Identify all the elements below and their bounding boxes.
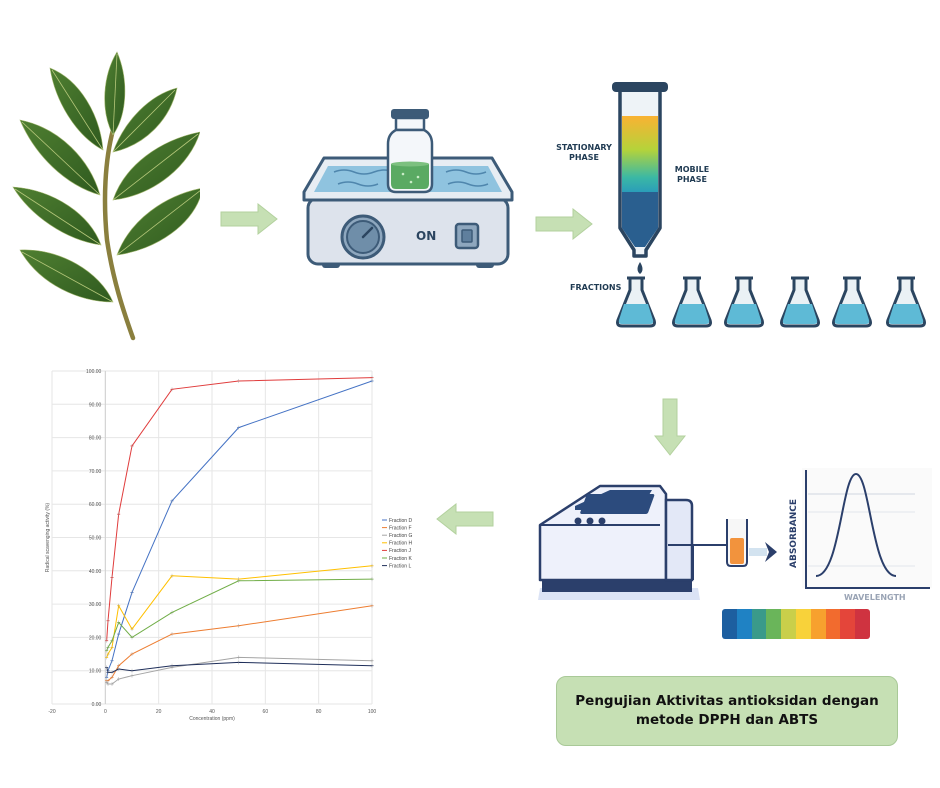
arrow-down-icon [653,398,687,456]
y-tick-label: 60.00 [89,502,102,508]
legend-entry: Fraction J [389,548,411,554]
absorbance-axis-label: ABSORBANCE [789,499,799,568]
flask-icon [672,276,712,328]
arrow-right-icon [220,202,278,236]
visible-spectrum-bar [722,609,870,639]
legend-entry: Fraction G [389,533,412,539]
legend-entry: Fraction K [389,556,412,562]
fractions-label: FRACTIONS [570,283,622,292]
y-tick-label: 70.00 [89,469,102,475]
leaf-branch-illustration [5,40,204,345]
y-tick-label: 90.00 [89,402,102,408]
arrow-left [436,502,494,539]
stationary-phase-label: STATIONARY PHASE [556,143,612,162]
arrow-left-icon [436,502,494,536]
power-on-label: ON [416,229,437,243]
cuvette-icon [726,519,777,567]
method-caption-box: Pengujian Aktivitas antioksidan dengan m… [556,676,898,746]
legend-entry: Fraction D [389,518,412,524]
ultrasonic-bath-icon [302,109,514,268]
arrow-right-2 [535,207,593,244]
radical-scavenging-chart: 0.00 10.00 20.00 30.00 40.00 50.00 60.00 70.00 8… [40,360,440,730]
y-axis-title: Radical scavenging activity (%) [45,503,51,573]
wavelength-axis-label: WAVELENGTH [844,593,906,602]
y-tick-label: 0.00 [92,702,102,708]
y-tick-label: 20.00 [89,635,102,641]
absorbance-curve-icon: ABSORBANCE WAVELENGTH [789,468,932,602]
arrow-right-1 [220,202,278,239]
y-tick-label: 100.00 [86,369,102,375]
x-tick-label: 80 [316,709,322,715]
y-tick-label: 30.00 [89,602,102,608]
flask-icon [616,276,656,328]
fraction-flasks [616,276,940,330]
spectrum-segment [736,609,752,639]
y-tick-label: 40.00 [89,569,102,575]
x-tick-label: 0 [104,709,107,715]
spectrum-segment [840,609,856,639]
spectrum-segment [722,609,737,639]
uv-vis-spectrophotometer-icon [538,484,730,600]
x-tick-label: 40 [209,709,215,715]
x-tick-label: 100 [368,709,377,715]
cuvette [725,518,785,572]
series-fraction-g [105,655,374,687]
chromatography-column [610,80,670,280]
mobile-phase-label: MOBILE PHASE [674,165,710,184]
arrow-down [653,398,687,460]
x-tick-label: -20 [48,709,55,715]
series-fraction-d [105,378,374,680]
spectrum-segment [781,609,796,639]
method-caption-text: Pengujian Aktivitas antioksidan dengan m… [575,693,879,728]
ultrasonic-bath: ON [298,100,518,272]
x-tick-label: 20 [156,709,162,715]
y-tick-label: 50.00 [89,536,102,542]
leaf-branch-icon [12,51,204,341]
series-fraction-j [105,375,374,643]
y-tick-label: 10.00 [89,669,102,675]
uv-vis-spectrophotometer [530,480,790,600]
flask-icon [780,276,820,328]
arrow-right-icon [535,207,593,241]
spectrum-segment [795,609,811,639]
spectrum-segment [810,609,826,639]
spectrum-segment [766,609,782,639]
x-axis-title: Concentration (ppm) [189,716,235,722]
flask-icon [724,276,764,328]
y-tick-label: 80.00 [89,436,102,442]
series-fraction-h [105,563,374,660]
chromatography-column-icon [612,82,668,274]
spectrum-segment [855,609,870,639]
flask-icon [886,276,926,328]
legend-entry: Fraction F [389,525,412,531]
legend-entry: Fraction H [389,541,412,547]
flask-icon [832,276,872,328]
legend-entry: Fraction L [389,563,411,569]
x-tick-label: 60 [263,709,269,715]
series-fraction-l [105,660,374,675]
spectrum-segment [751,609,767,639]
series-fraction-k [105,577,374,653]
spectrum-segment [825,609,841,639]
absorbance-spectrum-plot: ABSORBANCE WAVELENGTH [780,468,932,604]
